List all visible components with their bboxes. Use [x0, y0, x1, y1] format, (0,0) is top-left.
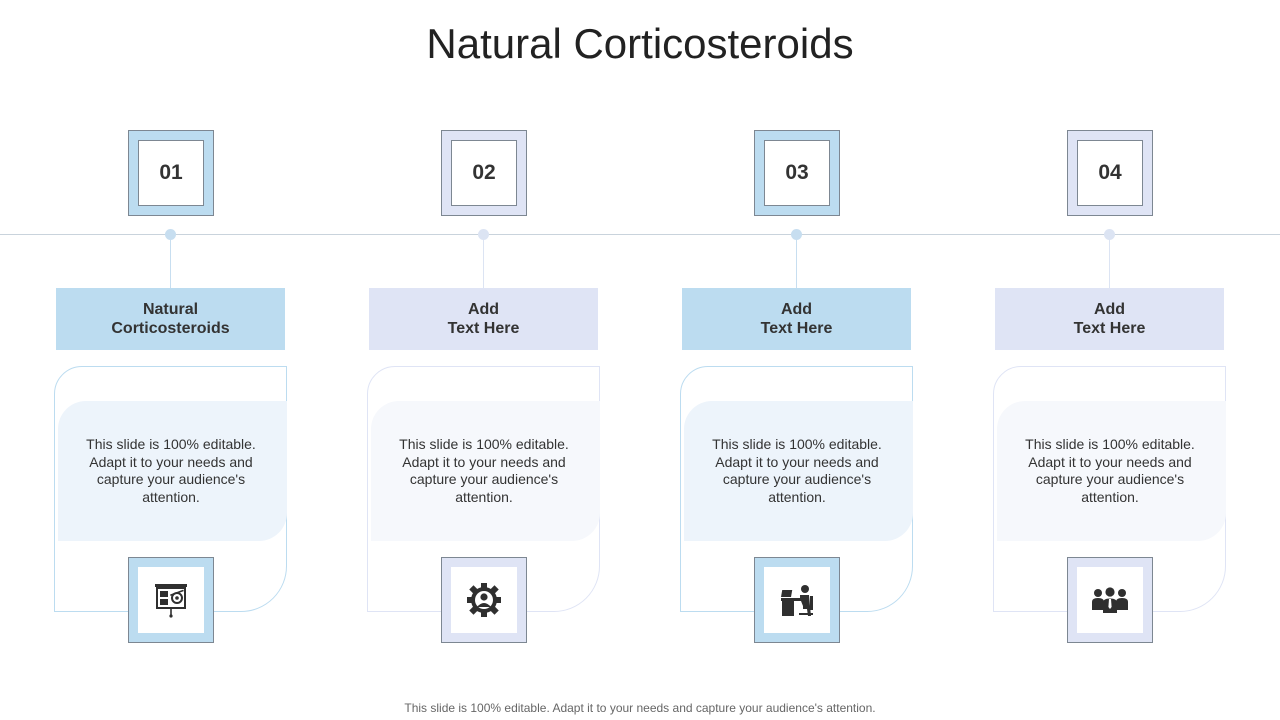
step-icon-frame — [754, 557, 840, 643]
step-description: This slide is 100% editable. Adapt it to… — [399, 436, 569, 505]
step-number-frame: 03 — [754, 130, 840, 216]
gear-person-icon — [451, 567, 517, 633]
slide-title: Natural Corticosteroids — [426, 20, 854, 67]
timeline-line — [0, 234, 1280, 235]
step-heading: Add Text Here — [369, 288, 598, 350]
step-icon-frame — [441, 557, 527, 643]
step-card-fill — [684, 401, 913, 541]
step-card-fill — [58, 401, 287, 541]
timeline-dot — [1104, 229, 1115, 240]
step-icon-frame — [128, 557, 214, 643]
presentation-board-icon — [138, 567, 204, 633]
step-card-fill — [997, 401, 1226, 541]
step-heading: Add Text Here — [682, 288, 911, 350]
step-heading: Add Text Here — [995, 288, 1224, 350]
timeline-connector — [483, 240, 484, 288]
step-number: 01 — [138, 140, 204, 206]
person-at-desk-icon — [764, 567, 830, 633]
timeline-connector — [170, 240, 171, 288]
step-column-3: 03 Add Text Here This slide is 100% edit… — [680, 0, 922, 720]
step-number: 02 — [451, 140, 517, 206]
step-description: This slide is 100% editable. Adapt it to… — [86, 436, 256, 505]
footer-note: This slide is 100% editable. Adapt it to… — [404, 701, 876, 715]
step-column-1: 01 Natural Corticosteroids This slide is… — [54, 0, 296, 720]
timeline-connector — [1109, 240, 1110, 288]
step-column-2: 02 Add Text Here This slide is 100% edit… — [367, 0, 609, 720]
timeline-dot — [791, 229, 802, 240]
step-card-fill — [371, 401, 600, 541]
step-description: This slide is 100% editable. Adapt it to… — [712, 436, 882, 505]
team-group-icon — [1077, 567, 1143, 633]
step-number-frame: 04 — [1067, 130, 1153, 216]
step-number: 03 — [764, 140, 830, 206]
step-number-frame: 01 — [128, 130, 214, 216]
timeline-connector — [796, 240, 797, 288]
timeline-dot — [478, 229, 489, 240]
step-column-4: 04 Add Text Here This slide is 100% edit… — [993, 0, 1235, 720]
step-number-frame: 02 — [441, 130, 527, 216]
step-heading: Natural Corticosteroids — [56, 288, 285, 350]
timeline-dot — [165, 229, 176, 240]
step-number: 04 — [1077, 140, 1143, 206]
step-description: This slide is 100% editable. Adapt it to… — [1025, 436, 1195, 505]
step-icon-frame — [1067, 557, 1153, 643]
